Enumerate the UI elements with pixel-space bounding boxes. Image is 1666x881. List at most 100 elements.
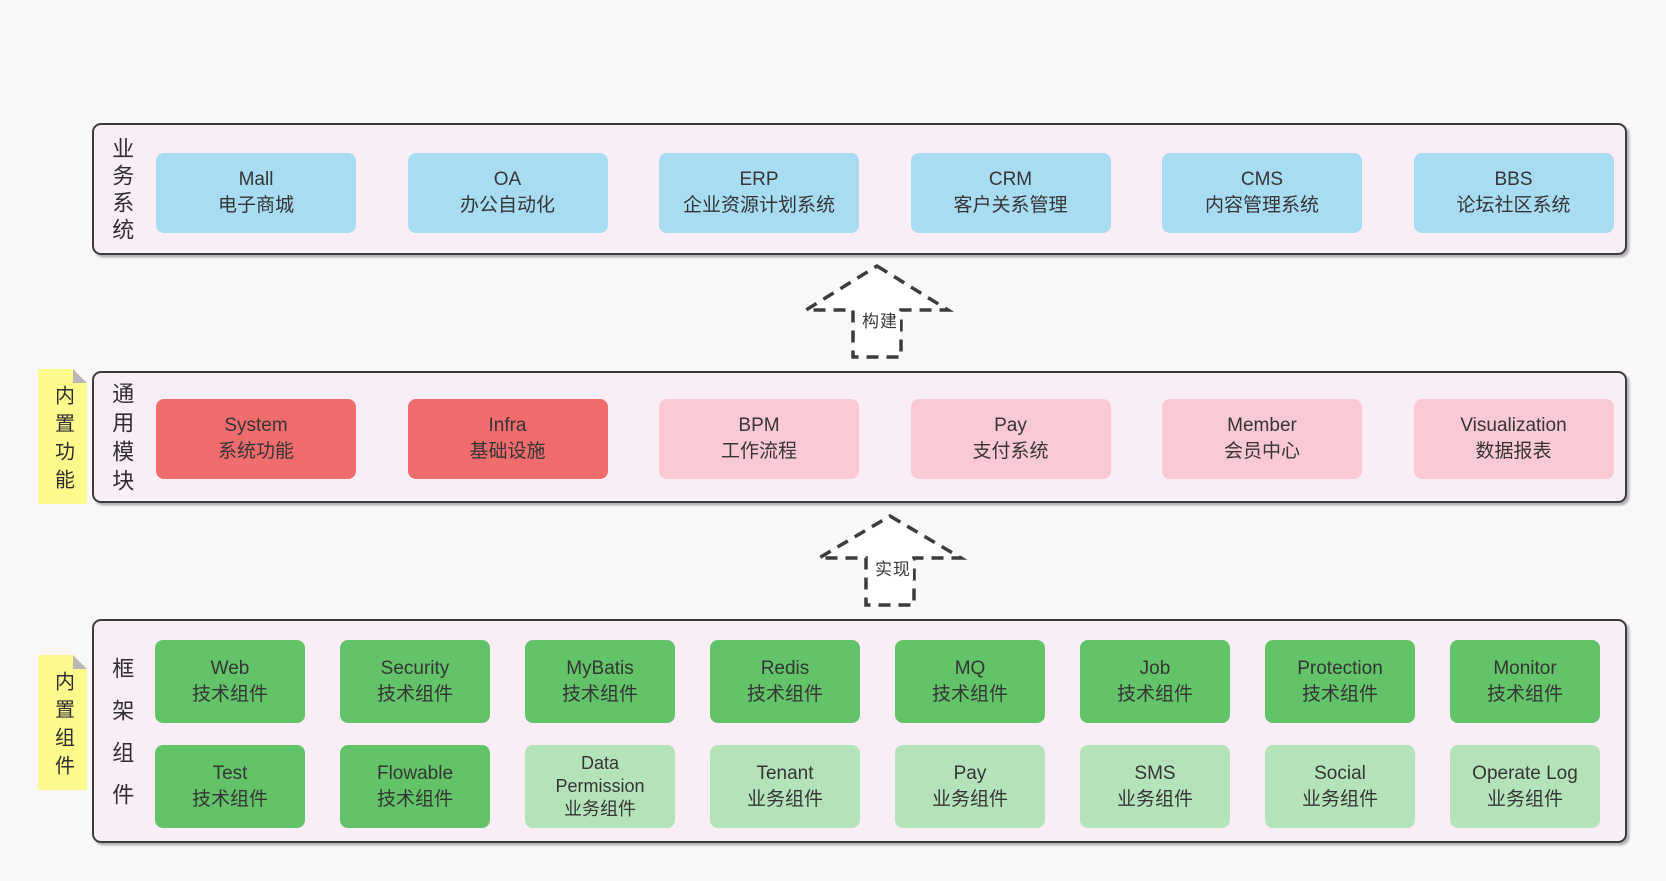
folded-corner-icon	[73, 369, 87, 383]
node-title: Test	[212, 762, 248, 784]
node-subtitle: 工作流程	[720, 441, 797, 462]
node-title: OA	[493, 169, 522, 190]
business-systems-row: Mall 电子商城 OA 办公自动化 ERP 企业资源计划系统 CRM 客户关系管理 CMS 内容…	[156, 153, 1614, 233]
node-title: Data Permission	[555, 753, 645, 796]
node-subtitle: 技术组件	[376, 683, 453, 705]
node-sms: SMS 业务组件	[1080, 745, 1230, 828]
sticky-note-built-in-features: 内置功能	[38, 369, 87, 504]
sticky-note-label: 内置组件	[51, 670, 74, 783]
node-subtitle: 技术组件	[191, 788, 268, 810]
node-title: Protection	[1297, 657, 1383, 679]
node-subtitle: 技术组件	[931, 683, 1008, 705]
node-title: Pay	[994, 415, 1027, 436]
node-subtitle: 业务组件	[746, 788, 823, 810]
node-title: Tenant	[756, 762, 814, 784]
node-subtitle: 基础设施	[469, 441, 546, 462]
node-pay: Pay 业务组件	[895, 745, 1045, 828]
node-subtitle: 电子商城	[217, 195, 294, 216]
node-subtitle: 会员中心	[1223, 441, 1300, 462]
node-title: BBS	[1494, 169, 1533, 190]
node-subtitle: 业务组件	[1486, 788, 1563, 810]
node-title: Job	[1139, 657, 1171, 679]
node-title: Infra	[488, 415, 527, 436]
node-title: Mall	[238, 169, 274, 190]
side-label-common-modules: 通用模块	[109, 382, 135, 498]
sticky-note-label: 内置功能	[51, 384, 74, 497]
node-bpm: BPM 工作流程	[659, 399, 859, 479]
node-subtitle: 数据报表	[1475, 441, 1552, 462]
node-bbs: BBS 论坛社区系统	[1413, 153, 1614, 233]
node-title: Visualization	[1460, 415, 1567, 436]
sticky-note-built-in-components: 内置组件	[38, 655, 87, 790]
folded-corner-icon	[73, 655, 87, 669]
node-mybatis: MyBatis 技术组件	[525, 640, 675, 723]
node-infra: Infra 基础设施	[407, 399, 608, 479]
node-subtitle: 技术组件	[1301, 683, 1378, 705]
node-subtitle: 业务组件	[931, 788, 1008, 810]
node-subtitle: 论坛社区系统	[1456, 195, 1571, 216]
node-subtitle: 技术组件	[376, 788, 453, 810]
node-oa: OA 办公自动化	[407, 153, 608, 233]
node-subtitle: 系统功能	[217, 441, 294, 462]
node-pay: Pay 支付系统	[910, 399, 1111, 479]
node-redis: Redis 技术组件	[710, 640, 860, 723]
node-subtitle: 技术组件	[561, 683, 638, 705]
node-subtitle: 技术组件	[746, 683, 823, 705]
node-job: Job 技术组件	[1080, 640, 1230, 723]
node-title: Monitor	[1493, 657, 1557, 679]
node-title: System	[224, 415, 288, 436]
node-subtitle: 业务组件	[1301, 788, 1378, 810]
node-subtitle: 支付系统	[972, 441, 1049, 462]
node-test: Test 技术组件	[155, 745, 305, 828]
node-title: Flowable	[376, 762, 454, 784]
side-label-business-systems: 业务系统	[109, 137, 135, 245]
node-title: CRM	[988, 169, 1033, 190]
node-title: Pay	[953, 762, 987, 784]
node-title: Web	[210, 657, 250, 679]
node-operate-log: Operate Log 业务组件	[1450, 745, 1600, 828]
node-subtitle: 内容管理系统	[1204, 195, 1319, 216]
node-security: Security 技术组件	[340, 640, 490, 723]
node-title: BPM	[738, 415, 780, 436]
node-subtitle: 技术组件	[1486, 683, 1563, 705]
node-visualization: Visualization 数据报表	[1413, 399, 1614, 479]
node-title: Social	[1314, 762, 1366, 784]
node-tenant: Tenant 业务组件	[710, 745, 860, 828]
node-title: CMS	[1240, 169, 1284, 190]
arrow-implement-label: 实现	[873, 559, 913, 580]
node-subtitle: 技术组件	[1116, 683, 1193, 705]
node-mall: Mall 电子商城	[156, 153, 356, 233]
node-subtitle: 办公自动化	[459, 195, 555, 216]
node-subtitle: 客户关系管理	[953, 195, 1068, 216]
node-title: ERP	[739, 169, 779, 190]
layer-panel-business-systems: 业务系统 Mall 电子商城 OA 办公自动化 ERP 企业资源计划系统 CRM 客户关系管理…	[92, 123, 1627, 255]
arrow-build-label: 构建	[860, 311, 900, 332]
node-title: SMS	[1134, 762, 1176, 784]
node-mq: MQ 技术组件	[895, 640, 1045, 723]
node-title: Security	[380, 657, 450, 679]
node-subtitle: 企业资源计划系统	[682, 195, 835, 216]
node-subtitle: 业务组件	[564, 799, 636, 819]
node-cms: CMS 内容管理系统	[1162, 153, 1362, 233]
node-crm: CRM 客户关系管理	[910, 153, 1111, 233]
layer-panel-common-modules: 通用模块 System 系统功能 Infra 基础设施 BPM 工作流程 Pay 支付系统 Me…	[92, 371, 1627, 503]
node-subtitle: 业务组件	[1116, 788, 1193, 810]
node-flowable: Flowable 技术组件	[340, 745, 490, 828]
node-monitor: Monitor 技术组件	[1450, 640, 1600, 723]
node-protection: Protection 技术组件	[1265, 640, 1415, 723]
node-social: Social 业务组件	[1265, 745, 1415, 828]
node-system: System 系统功能	[156, 399, 356, 479]
side-label-framework-components: 框架组件	[109, 657, 135, 825]
node-title: MQ	[954, 657, 986, 679]
node-title: Operate Log	[1472, 762, 1578, 784]
node-title: Redis	[760, 657, 810, 679]
node-data-permission: Data Permission 业务组件	[525, 745, 675, 828]
node-title: MyBatis	[566, 657, 634, 679]
